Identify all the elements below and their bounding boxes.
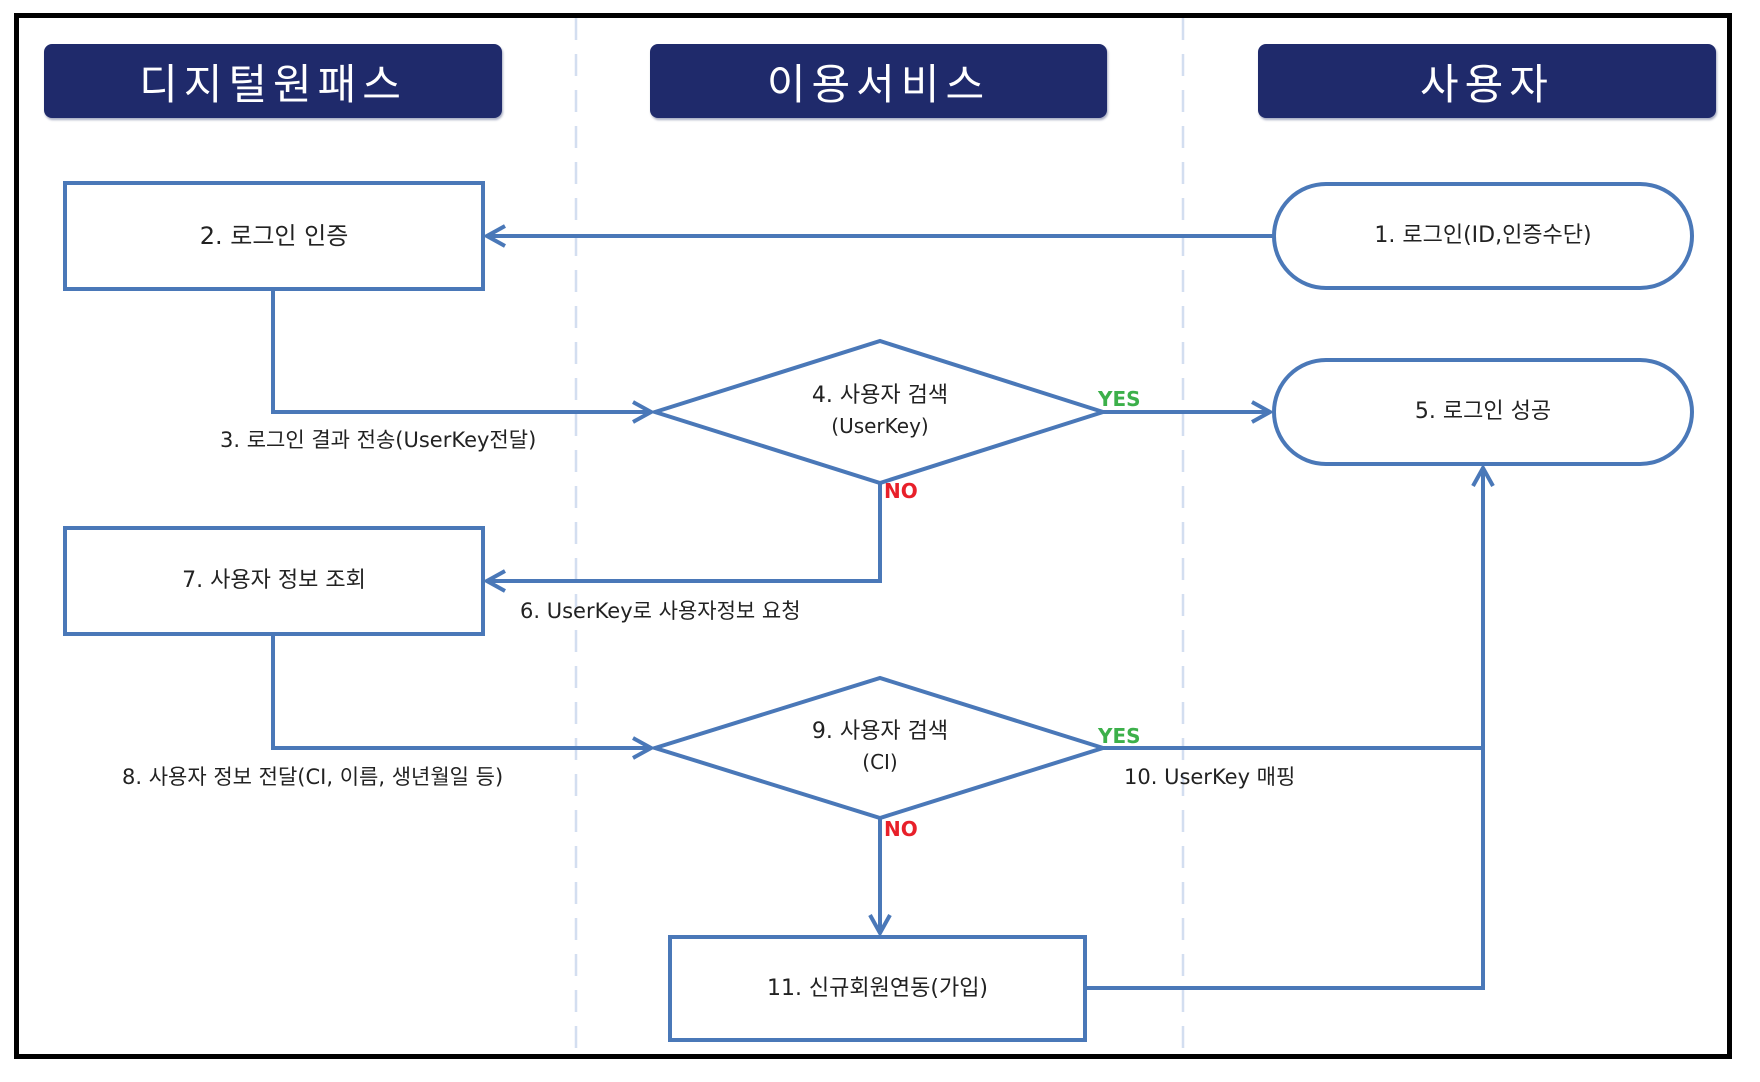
edge-8-7-to-9 bbox=[271, 634, 651, 748]
edge-3-label: 3. 로그인 결과 전송(UserKey전달) bbox=[220, 428, 537, 452]
lane-header-digitalonepass: 디지털원패스 bbox=[44, 44, 502, 118]
node-2-label: 2. 로그인 인증 bbox=[199, 222, 349, 250]
edge-6-4-to-7 bbox=[487, 483, 882, 581]
edge-10-9-to-5 bbox=[1103, 468, 1483, 750]
node-9-label-line2: (CI) bbox=[862, 750, 898, 774]
node-11-label: 11. 신규회원연동(가입) bbox=[766, 975, 989, 1001]
decision-4-no-label: NO bbox=[884, 479, 918, 503]
node-1-label: 1. 로그인(ID,인증수단) bbox=[1374, 223, 1592, 248]
edge-6-label: 6. UserKey로 사용자정보 요청 bbox=[520, 599, 801, 623]
decision-9-no-label: NO bbox=[884, 817, 918, 841]
node-7-label: 7. 사용자 정보 조회 bbox=[182, 568, 366, 593]
edge-11-to-5 bbox=[1085, 748, 1485, 990]
node-4-label-line2: (UserKey) bbox=[831, 414, 929, 438]
edge-8-label: 8. 사용자 정보 전달(CI, 이름, 생년월일 등) bbox=[122, 765, 504, 789]
lane-header-user: 사용자 bbox=[1258, 44, 1716, 118]
node-9-label: 9. 사용자 검색 (CI) bbox=[740, 714, 1020, 780]
decision-9-yes-label: YES bbox=[1098, 724, 1141, 748]
node-11-new-member-box bbox=[668, 935, 1087, 1042]
edge-3-2-to-4 bbox=[271, 289, 651, 412]
node-9-label-line1: 9. 사용자 검색 bbox=[811, 719, 949, 744]
lane-header-service: 이용서비스 bbox=[650, 44, 1107, 118]
node-5-label: 5. 로그인 성공 bbox=[1414, 399, 1552, 424]
node-4-label-line1: 4. 사용자 검색 bbox=[811, 383, 949, 408]
edge-10-label: 10. UserKey 매핑 bbox=[1124, 765, 1296, 789]
node-4-label: 4. 사용자 검색 (UserKey) bbox=[740, 378, 1020, 444]
decision-4-yes-label: YES bbox=[1098, 387, 1141, 411]
